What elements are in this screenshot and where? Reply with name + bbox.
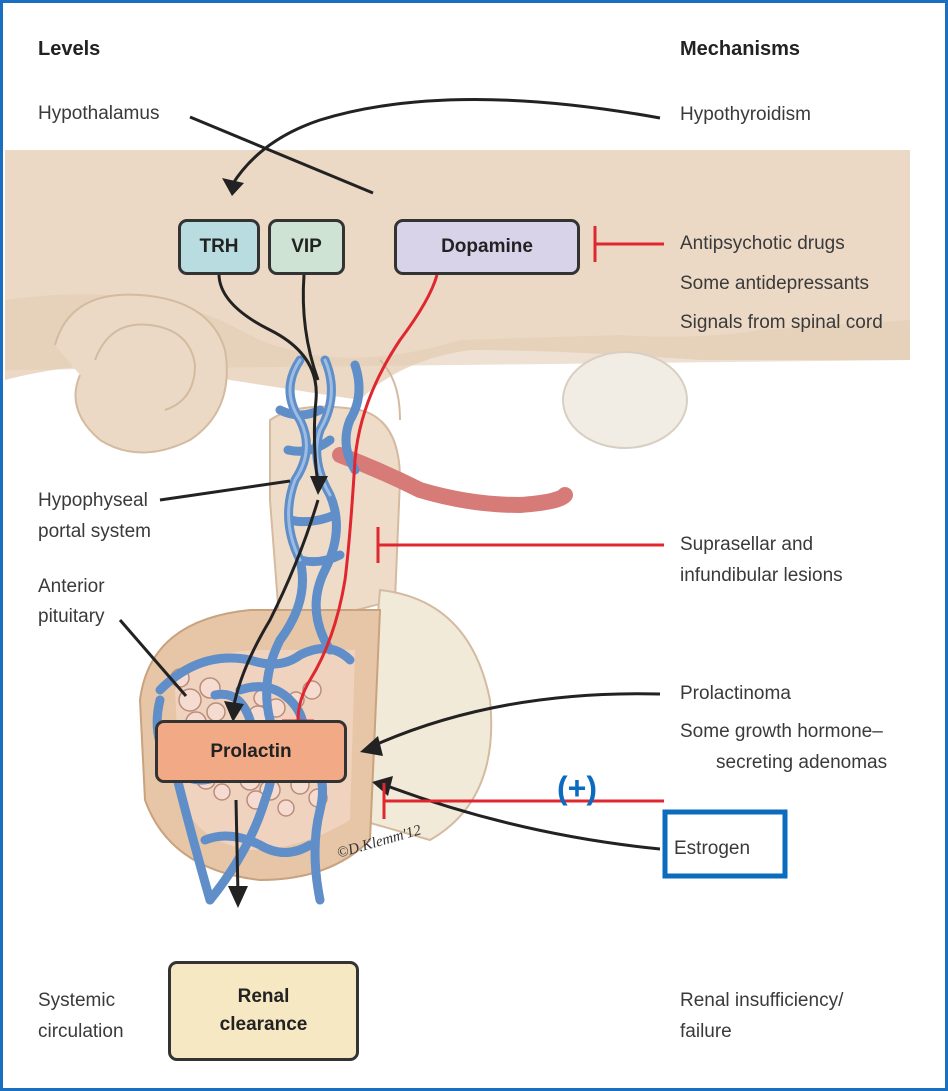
vip-box: VIP xyxy=(268,219,345,275)
estrogen-label: Estrogen xyxy=(674,835,750,862)
spinal-label: Signals from spinal cord xyxy=(680,309,883,336)
portal-label-line1: Hypophyseal xyxy=(38,487,148,514)
systemic-label-line1: Systemic xyxy=(38,987,115,1014)
suprasellar-label-line2: infundibular lesions xyxy=(680,562,843,589)
gh-adenoma-label-line1: Some growth hormone– xyxy=(680,718,883,745)
suprasellar-label-line1: Suprasellar and xyxy=(680,531,813,558)
renal-insufficiency-label-line2: failure xyxy=(680,1018,732,1045)
gh-adenoma-label-line2: secreting adenomas xyxy=(716,749,887,776)
anterior-label-line1: Anterior xyxy=(38,573,105,600)
prolactinoma-label: Prolactinoma xyxy=(680,680,791,707)
mechanisms-header: Mechanisms xyxy=(680,38,800,61)
renal-clearance-line2: clearance xyxy=(220,1011,308,1039)
antidepressants-label: Some antidepressants xyxy=(680,270,869,297)
trh-box: TRH xyxy=(178,219,260,275)
optic-sphere xyxy=(563,352,687,448)
prolactin-to-renal-arrow xyxy=(236,800,238,895)
antipsychotic-label: Antipsychotic drugs xyxy=(680,230,845,257)
hypothalamus-label: Hypothalamus xyxy=(38,100,159,127)
dopamine-box: Dopamine xyxy=(394,219,580,275)
renal-clearance-line1: Renal xyxy=(238,983,290,1011)
renal-clearance-box: Renal clearance xyxy=(168,961,359,1061)
systemic-label-line2: circulation xyxy=(38,1018,124,1045)
prolactin-box: Prolactin xyxy=(155,720,347,783)
anterior-label-line2: pituitary xyxy=(38,603,105,630)
renal-insufficiency-label-line1: Renal insufficiency/ xyxy=(680,987,843,1014)
plus-annotation: (+) xyxy=(557,770,597,807)
portal-label-line2: portal system xyxy=(38,518,151,545)
levels-header: Levels xyxy=(38,38,100,61)
hypothyroidism-label: Hypothyroidism xyxy=(680,101,811,128)
